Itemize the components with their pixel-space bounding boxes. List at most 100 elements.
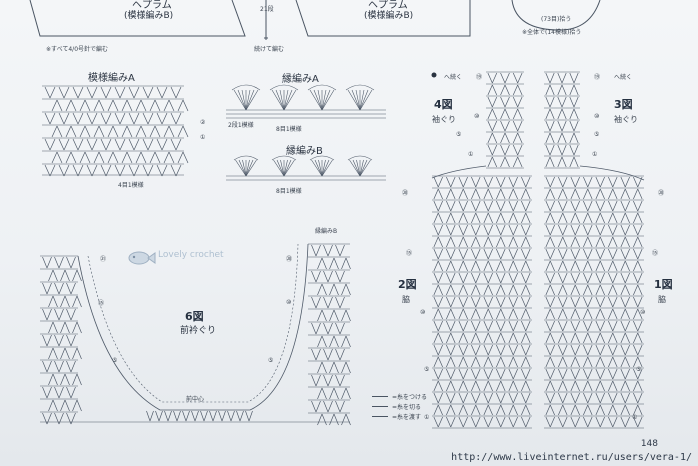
v-stitch: [155, 410, 163, 422]
v-stitch: [521, 320, 531, 332]
a-stitch: [446, 404, 456, 416]
fig6-row-5b: ⑤: [268, 357, 274, 364]
a-stitch: [558, 284, 568, 296]
a-stitch: [512, 108, 523, 120]
a-stitch: [570, 236, 580, 248]
v-stitch: [570, 320, 580, 332]
a-stitch: [512, 84, 523, 96]
a-stitch: [149, 125, 161, 138]
a-stitch: [177, 151, 189, 164]
v-stitch: [433, 296, 443, 308]
v-stitch: [487, 120, 498, 132]
a-stitch: [521, 236, 531, 248]
v-stitch: [595, 224, 605, 236]
v-stitch: [446, 416, 456, 428]
v-stitch: [146, 410, 154, 422]
v-stitch: [323, 322, 333, 335]
v-stitch: [446, 368, 456, 380]
v-stitch: [496, 368, 506, 380]
fig4-row-19: ⑲: [476, 74, 483, 81]
a-stitch: [570, 188, 580, 200]
v-stitch: [583, 248, 593, 260]
shoulder-curve: [431, 165, 487, 179]
a-stitch: [633, 332, 643, 344]
v-stitch: [227, 410, 235, 422]
a-stitch: [121, 125, 133, 138]
v-stitch: [545, 248, 555, 260]
v-stitch: [58, 86, 70, 99]
a-stitch: [608, 284, 618, 296]
a-stitch: [496, 284, 506, 296]
a-stitch: [487, 108, 498, 120]
fan-picot: [231, 84, 261, 91]
v-stitch: [595, 368, 605, 380]
a-stitch: [545, 188, 555, 200]
a-stitch: [48, 347, 58, 360]
v-stitch: [54, 412, 64, 425]
a-stitch: [512, 132, 523, 144]
v-stitch: [54, 282, 64, 295]
v-stitch: [508, 296, 518, 308]
a-stitch: [558, 380, 568, 392]
v-stitch: [620, 296, 630, 308]
a-stitch: [60, 269, 70, 282]
fan-stitch: [321, 89, 335, 111]
fig1-caption: 脇: [658, 295, 666, 304]
a-stitch: [508, 236, 518, 248]
fan-stitch: [359, 159, 364, 177]
fan-stitch: [283, 89, 289, 111]
v-stitch: [633, 296, 643, 308]
v-stitch: [569, 72, 579, 84]
a-stitch: [545, 84, 555, 96]
a-stitch: [633, 308, 643, 320]
v-stitch: [583, 320, 593, 332]
v-stitch: [545, 144, 555, 156]
a-stitch: [620, 380, 630, 392]
fig6-number: 6図: [185, 310, 204, 323]
watermark: Lovely crochet: [158, 250, 224, 260]
fan-picot: [233, 155, 259, 161]
arrow-icon: [372, 406, 388, 407]
a-stitch: [471, 188, 481, 200]
fig6-caption: 前衿ぐり: [180, 326, 217, 336]
a-stitch: [446, 356, 456, 368]
a-stitch: [51, 151, 63, 164]
a-stitch: [483, 284, 493, 296]
fan-stitch: [359, 89, 373, 111]
neck-curve: [77, 243, 309, 411]
fan-stitch: [321, 159, 333, 177]
a-stitch: [633, 188, 643, 200]
a-stitch: [135, 99, 147, 112]
v-stitch: [500, 144, 510, 156]
fan-picot: [345, 84, 375, 91]
v-stitch: [433, 200, 443, 212]
fig4-continue: へ続く: [444, 74, 463, 81]
a-stitch: [633, 356, 643, 368]
v-stitch: [512, 96, 523, 108]
a-stitch: [508, 380, 518, 392]
v-stitch: [142, 86, 154, 99]
fan-stitch: [283, 159, 295, 177]
legend-cut-label: =糸を切る: [392, 404, 422, 411]
a-stitch: [521, 212, 531, 224]
a-stitch: [608, 236, 618, 248]
a-stitch: [496, 260, 506, 272]
v-stitch: [620, 368, 630, 380]
v-stitch: [142, 138, 154, 151]
a-stitch: [583, 356, 593, 368]
a-stitch: [471, 380, 481, 392]
v-stitch: [570, 296, 580, 308]
v-stitch: [583, 392, 593, 404]
a-stitch: [471, 236, 481, 248]
fan-stitch: [245, 159, 257, 177]
v-stitch: [595, 176, 605, 188]
a-stitch: [446, 260, 456, 272]
v-stitch: [458, 200, 468, 212]
v-stitch: [608, 320, 618, 332]
fan-stitch: [309, 89, 323, 111]
v-stitch: [156, 138, 168, 151]
a-stitch: [487, 132, 498, 144]
a-stitch: [569, 84, 579, 96]
v-stitch: [433, 176, 443, 188]
a-stitch: [458, 188, 468, 200]
